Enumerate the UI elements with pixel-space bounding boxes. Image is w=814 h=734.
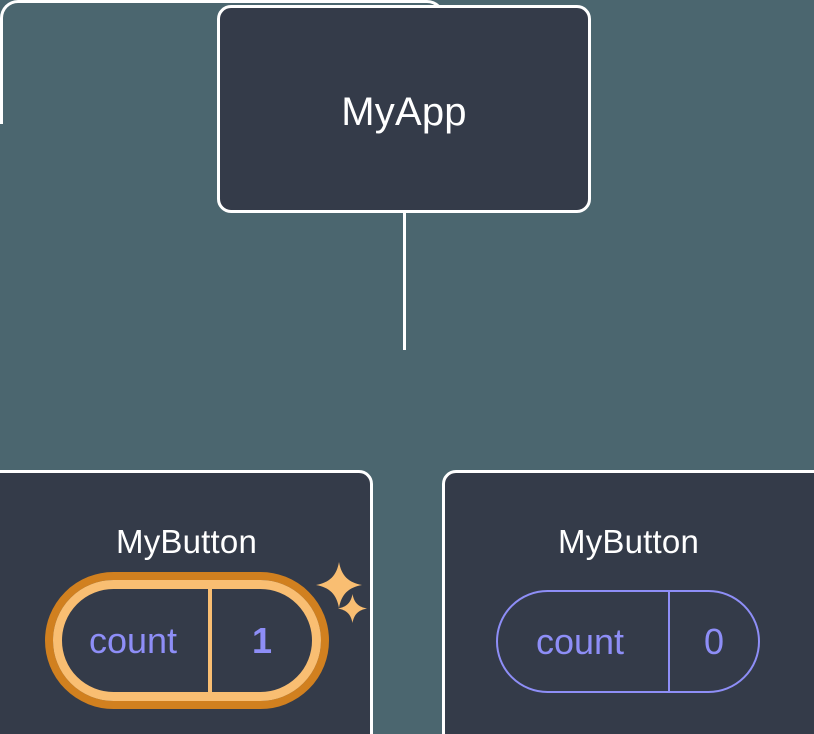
state-pill-left-label: count — [62, 589, 212, 692]
state-pill-highlight-ring: count 1 — [45, 572, 329, 709]
node-myapp[interactable]: MyApp — [217, 5, 591, 213]
state-pill-count-left[interactable]: count 1 — [53, 580, 321, 701]
sparkle-icon — [338, 594, 367, 623]
node-mybutton-right-title: MyButton — [558, 523, 699, 560]
node-myapp-title: MyApp — [341, 90, 467, 134]
state-pill-right-label: count — [498, 592, 670, 691]
state-pill-right-value: 0 — [703, 620, 725, 662]
state-pill-left-value: 1 — [251, 619, 273, 661]
state-pill-count-right[interactable]: count 0 — [496, 590, 760, 693]
connector-trunk — [403, 213, 406, 350]
sparkle-icon — [316, 562, 362, 608]
node-mybutton-left-title: MyButton — [116, 523, 257, 560]
